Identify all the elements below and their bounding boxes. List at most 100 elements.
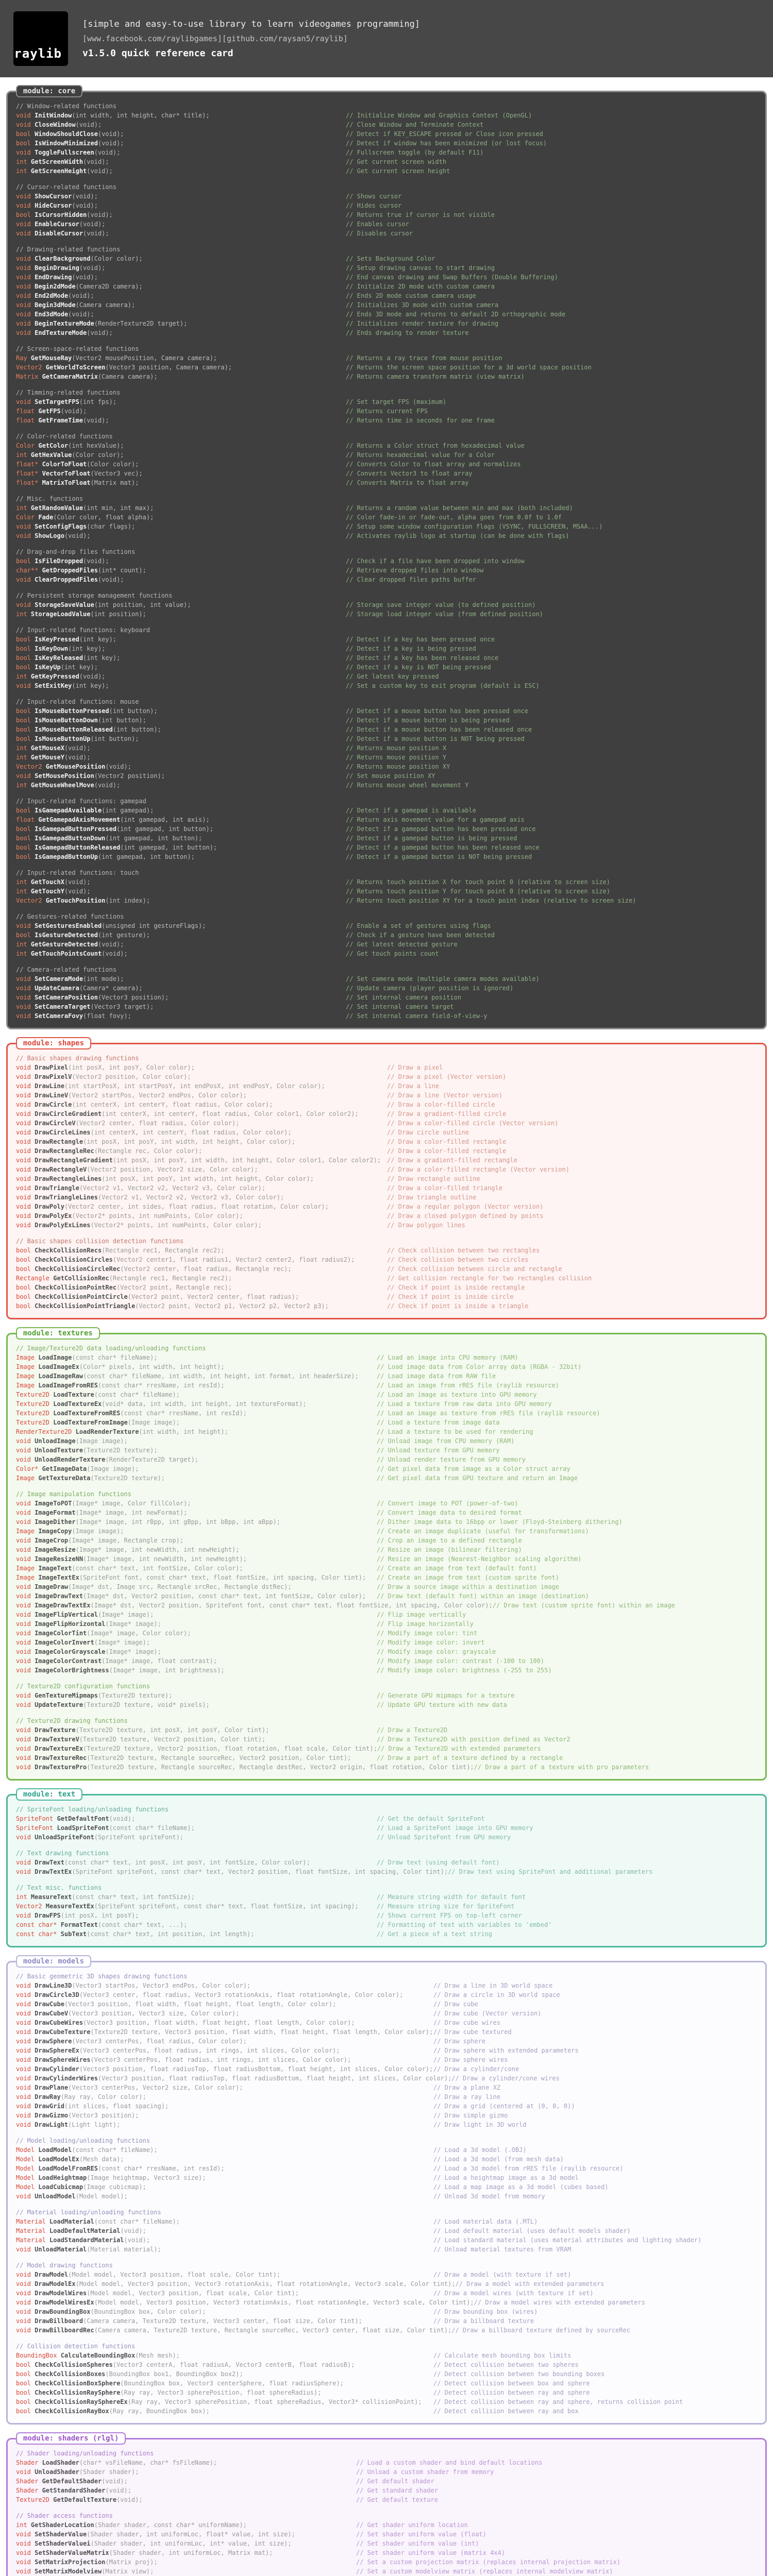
function-name: DrawCubeV bbox=[35, 2010, 69, 2017]
function-signature: void ClearDroppedFiles(void); bbox=[16, 575, 346, 584]
function-args: (Model model, Vector3 position, Vector3 … bbox=[94, 2299, 474, 2306]
function-name: LoadImage bbox=[38, 1354, 72, 1361]
function-name: ImageColorContrast bbox=[35, 1657, 102, 1665]
function-line: Material LoadDefaultMaterial(void);// Lo… bbox=[16, 2226, 757, 2235]
raylib-logo: raylib bbox=[13, 11, 68, 66]
line-comment: // Draw a regular polygon (Vector versio… bbox=[387, 1203, 544, 1210]
return-type: Ray bbox=[16, 354, 31, 362]
module-title-shaders: module: shaders (rlgl) bbox=[16, 2432, 126, 2445]
function-line: void DrawCubeWires(Vector3 position, flo… bbox=[16, 2018, 757, 2027]
function-args: (Image* image); bbox=[105, 1620, 161, 1628]
line-comment: // Convert image data to desired format bbox=[377, 1509, 522, 1516]
function-signature: void DrawTextureEx(Texture2D texture, Ve… bbox=[16, 1744, 377, 1753]
function-line: void CloseWindow(void);// Close Window a… bbox=[16, 120, 757, 129]
function-signature: void End2dMode(void); bbox=[16, 291, 346, 300]
line-comment: // Draw cube textured bbox=[433, 2028, 512, 2036]
function-line: Vector2 MeasureTextEx(SpriteFont spriteF… bbox=[16, 1902, 757, 1911]
function-name: SetConfigFlags bbox=[35, 523, 87, 530]
function-signature: void DrawRectangleLines(int posX, int po… bbox=[16, 1174, 387, 1183]
function-args: (SpriteFont font, const char* text, floa… bbox=[79, 1574, 366, 1581]
function-name: ImageResizeNN bbox=[35, 1555, 83, 1563]
function-line: Image LoadImageEx(Color* pixels, int wid… bbox=[16, 1362, 757, 1371]
function-line: Image ImageText(const char* text, int fo… bbox=[16, 1564, 757, 1573]
function-name: CheckCollisionSpheres bbox=[35, 2361, 113, 2368]
line-comment: // Get shader uniform location bbox=[356, 2521, 468, 2529]
section-comment: // Input-related functions: gamepad bbox=[16, 798, 146, 805]
line-comment: // Load a 3d model (from mesh data) bbox=[433, 2156, 564, 2163]
function-args: (Vector3 target); bbox=[90, 1003, 154, 1010]
function-args: (Texture2D texture, int posX, int posY, … bbox=[75, 1726, 270, 1734]
function-args: (Image* image, float contrast); bbox=[102, 1657, 217, 1665]
function-line: Vector2 GetMousePosition(void);// Return… bbox=[16, 762, 757, 771]
function-name: LoadModelFromRES bbox=[38, 2165, 98, 2172]
line-comment: // Draw a model (with texture if set) bbox=[433, 2271, 572, 2278]
function-signature: bool IsGamepadButtonPressed(int gamepad,… bbox=[16, 824, 346, 834]
function-line: void DrawPolyEx(Vector2* points, int num… bbox=[16, 1211, 757, 1221]
function-name: GetTouchPointsCount bbox=[30, 950, 102, 957]
function-signature: Color Fade(Color color, float alpha); bbox=[16, 513, 346, 522]
function-args: (void); bbox=[102, 2478, 128, 2485]
function-args: (Vector2 center, int sides, float radius… bbox=[64, 1203, 329, 1210]
function-line: void EnableCursor(void);// Enables curso… bbox=[16, 219, 757, 229]
function-name: ClearBackground bbox=[35, 255, 91, 262]
function-name: CheckCollisionBoxes bbox=[35, 2370, 106, 2378]
function-line: void GenTextureMipmaps(Texture2D texture… bbox=[16, 1691, 757, 1700]
function-signature: void End3dMode(void); bbox=[16, 310, 346, 319]
function-line: void StorageSaveValue(int position, int … bbox=[16, 600, 757, 609]
function-name: DrawTextureV bbox=[35, 1736, 79, 1743]
function-args: (void); bbox=[83, 230, 109, 237]
function-line: void Begin3dMode(Camera camera);// Initi… bbox=[16, 300, 757, 310]
function-signature: void SetMatrixModelview(Matrix view); bbox=[16, 2567, 356, 2576]
module-title-text: module: text bbox=[16, 1788, 83, 1801]
return-type: Shader bbox=[16, 2478, 42, 2485]
line-comment: // Check if a file have been dropped int… bbox=[346, 557, 525, 565]
section-comment: // Window-related functions bbox=[16, 103, 117, 110]
function-line: void DrawTextureRec(Texture2D texture, R… bbox=[16, 1753, 757, 1762]
line-comment: // Draw a grid (centered at (0, 0, 0)) bbox=[433, 2103, 575, 2110]
line-comment: // Update GPU texture with new data bbox=[377, 1701, 507, 1708]
function-line: void SetCameraMode(int mode);// Set came… bbox=[16, 974, 757, 984]
function-line: Vector2 GetTouchPosition(int index);// R… bbox=[16, 896, 757, 905]
function-args: (void); bbox=[120, 2227, 146, 2234]
function-name: UnloadShader bbox=[35, 2468, 79, 2476]
function-line: void ImageDrawText(Image* dst, Vector2 p… bbox=[16, 1591, 757, 1601]
line-comment: // Shows current FPS on top-left corner bbox=[377, 1912, 522, 1919]
function-name: SetMousePosition bbox=[35, 772, 94, 779]
function-signature: void DrawTextEx(SpriteFont spriteFont, c… bbox=[16, 1867, 448, 1876]
function-name: IsGamepadButtonUp bbox=[35, 853, 98, 860]
function-signature: void SetShaderValueMatrix(Shader shader,… bbox=[16, 2548, 356, 2557]
function-name: ColorToFloat bbox=[42, 461, 87, 468]
function-args: (Mesh data); bbox=[79, 2156, 124, 2163]
line-comment: // Setup drawing canvas to start drawing bbox=[346, 264, 495, 272]
line-comment: // Load a texture from raw data into GPU… bbox=[377, 1400, 552, 1408]
function-name: DrawModel bbox=[35, 2271, 69, 2278]
return-type: void bbox=[16, 221, 35, 228]
function-name: StorageSaveValue bbox=[35, 601, 94, 608]
function-args: (Vector3 centerPos, Vector2 size, Color … bbox=[68, 2084, 243, 2091]
function-signature: void DrawCubeV(Vector3 position, Vector3… bbox=[16, 2009, 433, 2018]
line-comment: // Formatting of text with variables to … bbox=[377, 1921, 552, 1928]
function-name: DrawCircleLines bbox=[35, 1129, 91, 1136]
function-line: void ClearDroppedFiles(void);// Clear dr… bbox=[16, 575, 757, 584]
function-signature: void ImageColorInvert(Image* image); bbox=[16, 1638, 377, 1647]
return-type: bool bbox=[16, 2361, 35, 2368]
line-comment: // Get latest detected gesture bbox=[346, 941, 458, 948]
section-comment: // Texture2D drawing functions bbox=[16, 1717, 128, 1724]
line-comment: // Draw a color-filled rectangle bbox=[387, 1138, 507, 1145]
function-args: (int width, int height, char* title); bbox=[72, 112, 210, 119]
return-type: void bbox=[16, 1120, 35, 1127]
function-signature: void DrawPlane(Vector3 centerPos, Vector… bbox=[16, 2083, 433, 2092]
return-type: void bbox=[16, 2047, 35, 2054]
line-comment: // Draw a part of a texture with pro par… bbox=[474, 1764, 649, 1771]
function-name: UpdateTexture bbox=[35, 1701, 83, 1708]
function-line: void ImageDraw(Image* dst, Image src, Re… bbox=[16, 1582, 757, 1591]
function-signature: void DrawCubeWires(Vector3 position, flo… bbox=[16, 2018, 433, 2027]
line-comment: // Unload image from CPU memory (RAM) bbox=[377, 1437, 515, 1445]
function-args: (Shader shader); bbox=[79, 2468, 139, 2476]
function-line: Material LoadMaterial(const char* fileNa… bbox=[16, 2217, 757, 2226]
line-comment: // Draw a cylinder/cone bbox=[433, 2065, 519, 2073]
function-args: (void); bbox=[97, 130, 124, 138]
